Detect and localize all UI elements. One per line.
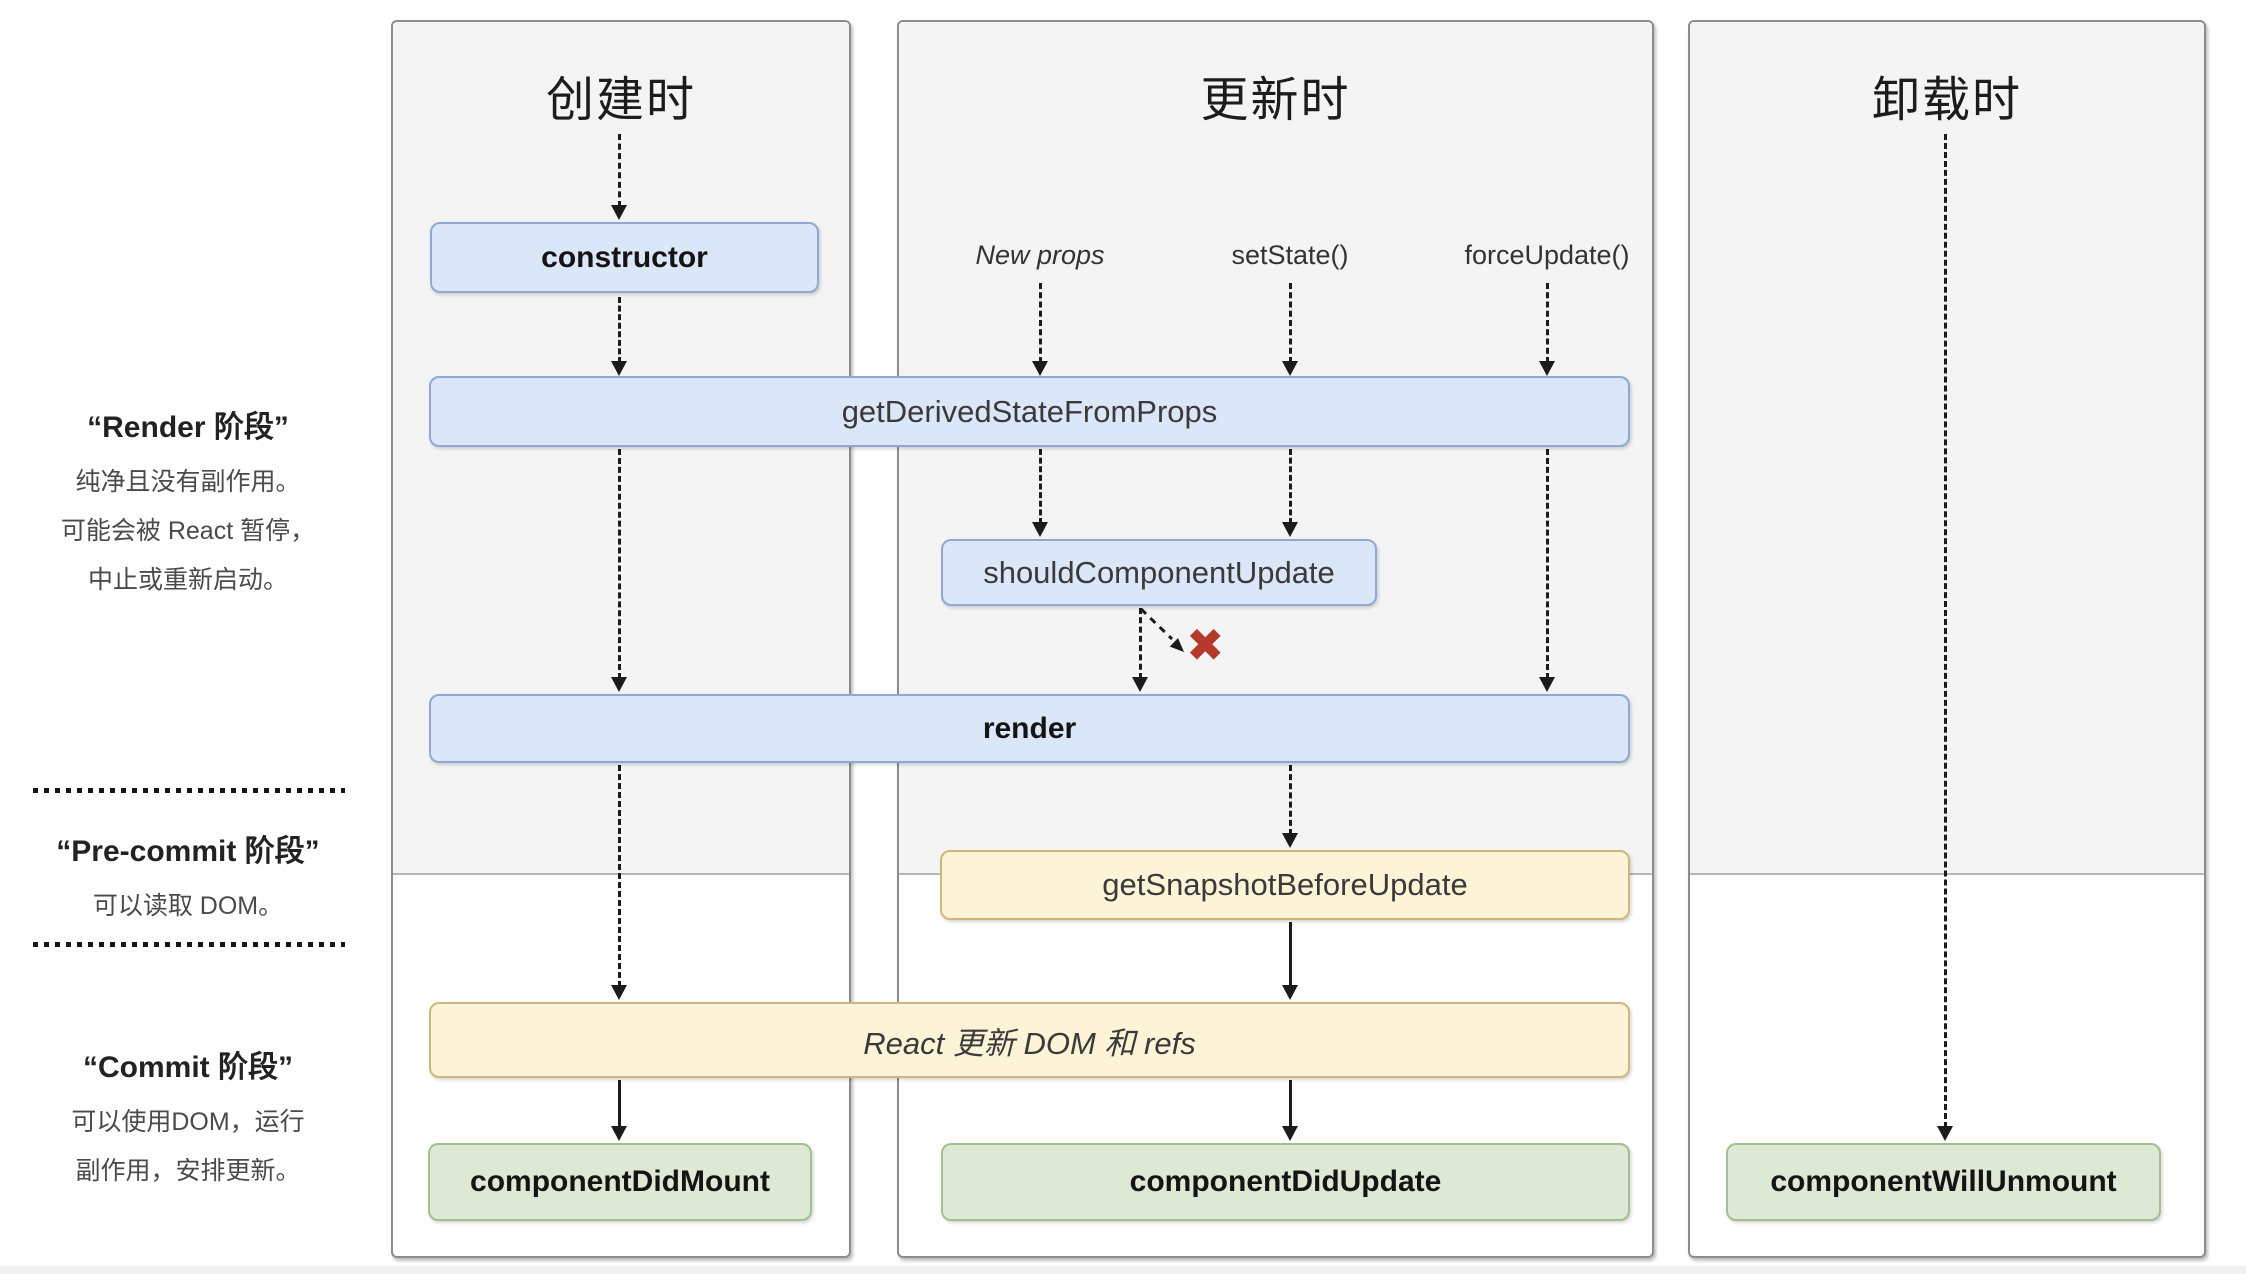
arrow-getsnapshot-to-reactupdates xyxy=(1282,922,1298,1000)
arrow-forceupdate-bypass-to-render xyxy=(1539,449,1555,692)
phase-render-line: 中止或重新启动。 xyxy=(87,566,288,594)
arrow-reactupdates-to-didupdate xyxy=(1282,1080,1298,1141)
box-component-will-unmount[interactable]: componentWillUnmount xyxy=(1726,1143,2161,1221)
phase-render-line: 纯净且没有副作用。 xyxy=(75,468,301,496)
box-component-did-update[interactable]: componentDidUpdate xyxy=(941,1143,1630,1221)
phase-label-pre-commit: “Pre-commit 阶段” 可以读取 DOM。 xyxy=(10,826,366,931)
arrow-render-to-getsnapshot xyxy=(1282,765,1298,848)
bottom-edge-strip xyxy=(0,1266,2246,1274)
box-get-derived-state-from-props[interactable]: getDerivedStateFromProps xyxy=(429,376,1630,447)
arrow-constructor-to-getderived xyxy=(611,297,627,376)
phase-pre-commit-line: 可以读取 DOM。 xyxy=(92,892,284,920)
box-react-updates-dom: React 更新 DOM 和 refs xyxy=(429,1002,1630,1078)
box-get-snapshot-before-update[interactable]: getSnapshotBeforeUpdate xyxy=(940,850,1630,920)
phase-label-render: “Render 阶段” 纯净且没有副作用。 可能会被 React 暂停， 中止或… xyxy=(10,402,366,605)
arrow-getderived-to-shouldupdate xyxy=(1032,449,1048,537)
arrow-shouldupdate-to-render xyxy=(1132,608,1148,692)
phase-render-line: 可能会被 React 暂停， xyxy=(60,517,316,545)
phase-pre-commit-title: “Pre-commit 阶段” xyxy=(56,835,320,868)
box-component-did-mount[interactable]: componentDidMount xyxy=(428,1143,812,1221)
arrow-reactupdates-to-didmount xyxy=(611,1080,627,1141)
trigger-set-state: setState() xyxy=(1231,240,1349,270)
column-title-updating: 更新时 xyxy=(1200,74,1351,127)
arrow-render-to-reactupdates xyxy=(611,765,627,1000)
phase-commit-line: 副作用，安排更新。 xyxy=(75,1157,301,1185)
arrow-getderived-to-render-mount xyxy=(611,449,627,692)
column-title-mounting: 创建时 xyxy=(545,74,696,127)
phase-label-commit: “Commit 阶段” 可以使用DOM，运行 副作用，安排更新。 xyxy=(10,1042,366,1196)
box-render[interactable]: render xyxy=(429,694,1630,763)
trigger-force-update: forceUpdate() xyxy=(1464,240,1630,270)
phase-commit-line: 可以使用DOM，运行 xyxy=(71,1108,305,1136)
box-constructor[interactable]: constructor xyxy=(430,222,819,293)
arrow-unmounting-to-willunmount xyxy=(1937,134,1953,1141)
arrow-mounting-to-constructor xyxy=(611,134,627,220)
arrow-forceupdate-to-getderived xyxy=(1539,283,1555,376)
dotted-separator-bottom xyxy=(33,942,345,947)
render-phase-background xyxy=(1690,22,2204,875)
column-unmounting: 卸载时 xyxy=(1688,20,2206,1258)
arrow-getderived-to-shouldupdate-2 xyxy=(1282,449,1298,537)
arrow-shouldupdate-skip-branch xyxy=(1139,607,1184,652)
phase-render-title: “Render 阶段” xyxy=(87,411,289,444)
box-should-component-update[interactable]: shouldComponentUpdate xyxy=(941,539,1377,606)
column-title-unmounting: 卸载时 xyxy=(1871,74,2022,127)
skip-render-x-icon: ✖ xyxy=(1186,619,1225,671)
phase-commit-title: “Commit 阶段” xyxy=(83,1051,293,1084)
trigger-new-props: New props xyxy=(975,240,1105,270)
dotted-separator-top xyxy=(33,788,345,793)
arrow-newprops-to-getderived xyxy=(1032,283,1048,376)
arrow-setstate-to-getderived xyxy=(1282,283,1298,376)
